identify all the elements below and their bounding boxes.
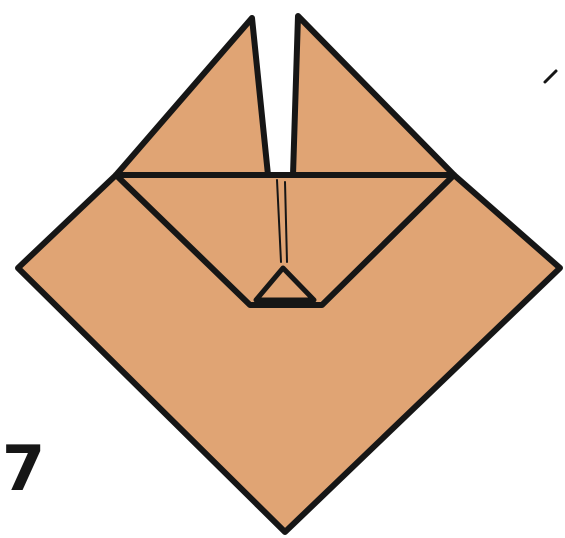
step-number: 7 <box>2 438 45 500</box>
paper-left-point <box>116 18 268 175</box>
paper-right-point <box>293 16 454 175</box>
stray-mark <box>545 71 556 82</box>
